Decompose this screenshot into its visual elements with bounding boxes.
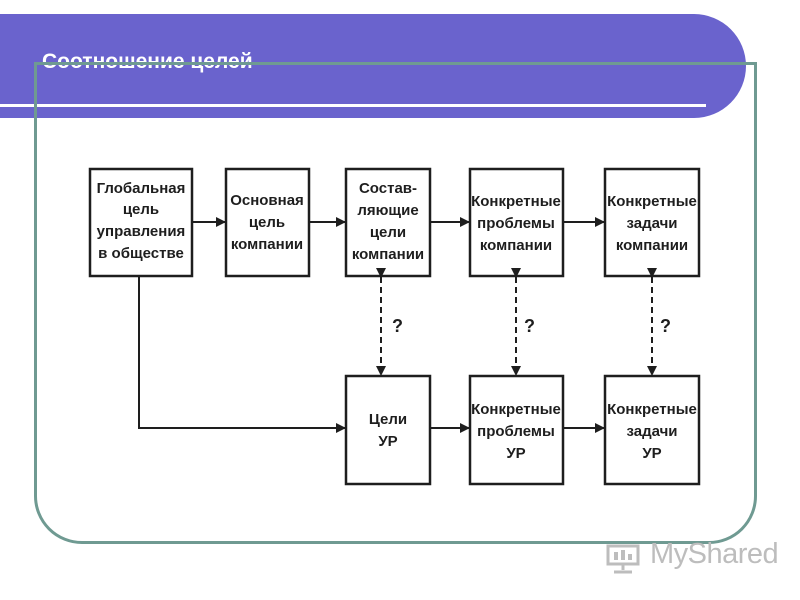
label-company-tasks: Конкретные задачи компании — [607, 193, 697, 254]
label-ur-goals: Цели УР — [369, 411, 407, 450]
label-global-goal: Глобальная цель управления в обществе — [97, 180, 186, 262]
arrow-global-to-ur-goals — [138, 276, 346, 433]
box-global-goal — [88, 167, 194, 278]
header-bar — [0, 14, 746, 118]
question-mark: ? — [392, 316, 403, 336]
label-company-problems: Конкретные проблемы компании — [471, 193, 561, 254]
box-ur-goals — [344, 374, 432, 486]
box-main-goal — [224, 167, 311, 278]
label-line: задачи — [626, 423, 677, 440]
slide-title: Соотношение целей — [42, 50, 253, 73]
label-line: Конкретные — [471, 401, 561, 418]
label-line: Конкретные — [471, 193, 561, 210]
label-line: УР — [642, 445, 661, 462]
label-line: компании — [480, 237, 552, 254]
box-component-goals — [344, 167, 432, 278]
label-line: цель — [123, 201, 159, 218]
label-line: цель — [249, 214, 285, 231]
label-line: Конкретные — [607, 401, 697, 418]
label-line: проблемы — [477, 423, 555, 440]
label-line: компании — [231, 236, 303, 253]
header-divider — [0, 104, 706, 107]
label-ur-tasks: Конкретные задачи УР — [607, 401, 697, 462]
slide-frame — [34, 62, 757, 544]
label-line: компании — [352, 246, 424, 263]
label-line: УР — [378, 433, 397, 450]
label-line: Состав- — [359, 180, 417, 197]
label-line: ляющие — [357, 202, 418, 219]
label-component-goals: Состав- ляющие цели компании — [352, 180, 424, 263]
label-line: цели — [370, 224, 406, 241]
label-line: задачи — [626, 215, 677, 232]
label-ur-problems: Конкретные проблемы УР — [471, 401, 561, 462]
label-line: Глобальная — [97, 180, 186, 197]
watermark-logo-icon — [606, 544, 640, 574]
box-ur-tasks — [603, 374, 701, 486]
label-line: Основная — [230, 192, 304, 209]
label-line: компании — [616, 237, 688, 254]
box-company-tasks — [603, 167, 701, 278]
label-line: УР — [506, 445, 525, 462]
watermark-text: MyShared — [650, 538, 779, 570]
box-ur-problems — [468, 374, 565, 486]
question-mark: ? — [524, 316, 535, 336]
question-mark: ? — [660, 316, 671, 336]
label-line: управления — [97, 223, 186, 240]
label-line: в обществе — [98, 245, 184, 262]
label-line: Цели — [369, 411, 407, 428]
label-line: Конкретные — [607, 193, 697, 210]
label-line: проблемы — [477, 215, 555, 232]
label-main-goal: Основная цель компании — [230, 192, 304, 253]
